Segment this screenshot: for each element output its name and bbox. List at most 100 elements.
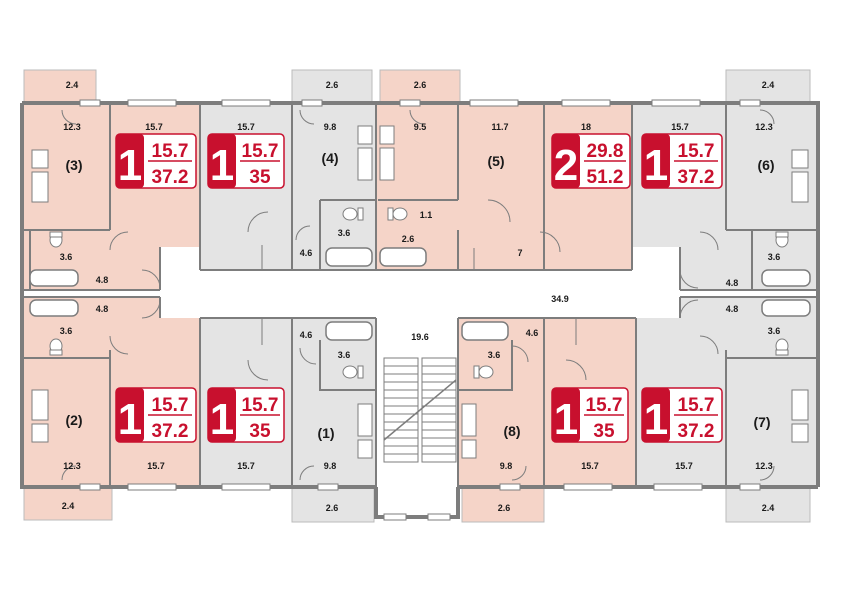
area-label: 2.4 xyxy=(762,503,775,513)
balcony-6 xyxy=(725,69,811,104)
badge-total-area: 51.2 xyxy=(587,167,624,188)
apartment-5-label: (5) xyxy=(487,153,504,169)
badge-apartment-4: 1 15.7 35 xyxy=(207,133,285,190)
badge-apartment-5: 2 29.8 51.2 xyxy=(551,133,631,190)
badge-total-area: 37.2 xyxy=(678,421,715,442)
balcony-1 xyxy=(291,486,375,523)
apartment-labels: (3) (4) (5) (6) (2) (1) (8) (7) xyxy=(65,150,774,441)
apartment-1-label: (1) xyxy=(317,425,334,441)
badge-total-area: 35 xyxy=(249,421,271,442)
apartment-4-label: (4) xyxy=(321,150,338,166)
balcony-8 xyxy=(461,486,545,523)
balcony-7 xyxy=(725,486,811,523)
corridor-area-label: 34.9 xyxy=(551,294,569,304)
balconies xyxy=(23,69,811,523)
balcony-3 xyxy=(23,69,97,104)
area-label: 2.4 xyxy=(762,80,775,90)
area-label: 4.8 xyxy=(96,304,109,314)
badge-living-area: 15.7 xyxy=(152,395,189,416)
area-label: 4.8 xyxy=(726,278,739,288)
badge-rooms: 1 xyxy=(644,141,668,190)
area-label: 12.3 xyxy=(63,122,81,132)
apartment-2-label: (2) xyxy=(65,412,82,428)
badge-total-area: 37.2 xyxy=(152,167,189,188)
badge-apartment-8: 1 15.7 35 xyxy=(551,387,629,444)
badge-rooms: 1 xyxy=(210,141,234,190)
interior-walls xyxy=(22,103,818,487)
balcony-4 xyxy=(291,69,373,104)
area-label: 4.6 xyxy=(300,330,313,340)
area-label: 12.3 xyxy=(755,122,773,132)
badge-total-area: 37.2 xyxy=(152,421,189,442)
badge-total-area: 35 xyxy=(249,167,271,188)
badge-living-area: 15.7 xyxy=(242,395,279,416)
door-swings xyxy=(61,109,775,481)
area-label: 3.6 xyxy=(488,350,501,360)
badge-total-area: 35 xyxy=(593,421,615,442)
area-label: 3.6 xyxy=(768,326,781,336)
area-label: 15.7 xyxy=(675,461,693,471)
area-label: 2.6 xyxy=(414,80,427,90)
badge-apartment-1: 1 15.7 35 xyxy=(207,387,285,444)
kitchen-stoves xyxy=(31,125,809,459)
area-label: 15.7 xyxy=(581,461,599,471)
area-label: 15.7 xyxy=(237,122,255,132)
badge-living-area: 15.7 xyxy=(152,141,189,162)
badge-living-area: 15.7 xyxy=(678,141,715,162)
badge-apartment-6: 1 15.7 37.2 xyxy=(641,133,723,190)
area-label: 12.3 xyxy=(755,461,773,471)
staircase xyxy=(383,357,457,463)
apartment-1-floor xyxy=(200,318,376,487)
area-label: 2.6 xyxy=(326,503,339,513)
badge-apartment-7: 1 15.7 37.2 xyxy=(641,387,723,444)
apartment-8-label: (8) xyxy=(503,423,520,439)
badge-total-area: 37.2 xyxy=(678,167,715,188)
area-label: 3.6 xyxy=(338,350,351,360)
badge-apartment-2: 1 15.7 37.2 xyxy=(115,387,197,444)
area-label: 4.8 xyxy=(96,275,109,285)
badge-rooms: 1 xyxy=(554,395,578,444)
windows xyxy=(79,99,761,521)
area-label: 9.8 xyxy=(324,461,337,471)
area-label: 3.6 xyxy=(338,228,351,238)
badge-rooms: 1 xyxy=(118,395,142,444)
balcony-2 xyxy=(23,486,113,521)
stair-area-label: 19.6 xyxy=(411,332,429,342)
area-labels: 2.4 2.6 2.6 2.4 2.4 2.6 2.6 2.4 12.3 15.… xyxy=(60,80,781,513)
area-label: 2.6 xyxy=(402,234,415,244)
area-label: 15.7 xyxy=(237,461,255,471)
area-label: 3.6 xyxy=(768,252,781,262)
area-label: 3.6 xyxy=(60,252,73,262)
apartment-8-floor xyxy=(458,318,636,487)
area-label: 11.7 xyxy=(491,122,508,132)
area-label: 4.8 xyxy=(726,304,739,314)
area-label: 9.8 xyxy=(500,461,513,471)
apartment-6-label: (6) xyxy=(757,157,774,173)
apartment-3-label: (3) xyxy=(65,157,82,173)
balcony-5 xyxy=(379,69,461,104)
area-label: 4.6 xyxy=(526,328,539,338)
badge-apartment-3: 1 15.7 37.2 xyxy=(115,133,197,190)
apartment-7-label: (7) xyxy=(753,414,770,430)
bathtubs xyxy=(29,247,811,341)
badge-rooms: 1 xyxy=(644,395,668,444)
area-label: 18 xyxy=(581,122,591,132)
badge-rooms: 2 xyxy=(554,141,578,190)
area-label: 4.6 xyxy=(300,248,313,258)
toilets xyxy=(49,207,789,379)
area-label: 7 xyxy=(517,248,522,258)
badge-rooms: 1 xyxy=(210,395,234,444)
area-label: 2.6 xyxy=(326,80,339,90)
area-label: 1.1 xyxy=(420,210,433,220)
badge-living-area: 15.7 xyxy=(678,395,715,416)
area-label: 2.4 xyxy=(62,501,75,511)
area-label: 9.8 xyxy=(324,122,337,132)
area-label: 15.7 xyxy=(147,461,165,471)
area-label: 2.6 xyxy=(498,503,511,513)
badge-living-area: 15.7 xyxy=(242,141,279,162)
area-label: 15.7 xyxy=(145,122,163,132)
area-label: 15.7 xyxy=(671,122,689,132)
badge-living-area: 29.8 xyxy=(587,141,624,162)
area-label: 9.5 xyxy=(414,122,427,132)
